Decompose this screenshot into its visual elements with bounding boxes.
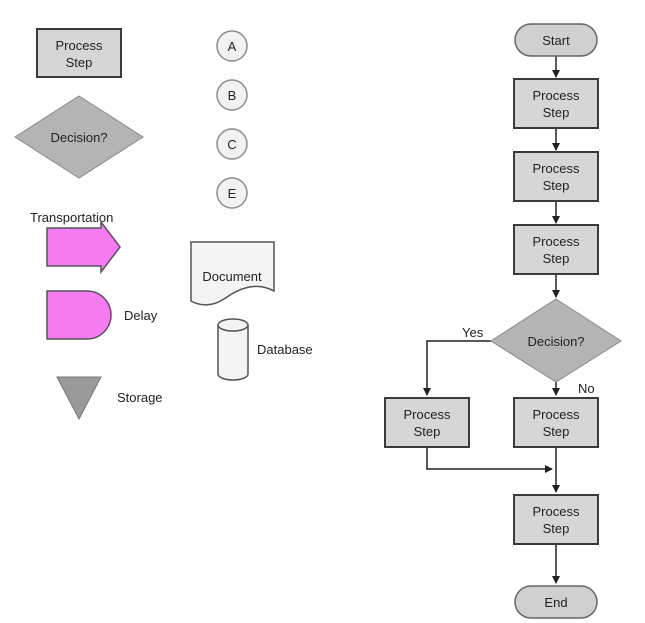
process-step-label-line2: Step: [543, 251, 570, 266]
process-step-shape: [384, 397, 470, 448]
legend-connectors: A B C E: [216, 30, 248, 209]
flow-process-step-1: Process Step: [513, 78, 599, 129]
decision-shape: [490, 298, 622, 383]
start-label: Start: [542, 33, 570, 48]
process-step-label-line1: Process: [533, 161, 580, 176]
arrow-decision-yes: [423, 340, 491, 396]
connector-label-b: B: [228, 88, 237, 103]
flow-process-step-yes-branch: Process Step: [384, 397, 470, 448]
legend-transportation: Transportation: [30, 210, 121, 275]
database-cylinder-top: [217, 318, 249, 332]
process-step-label-line1: Process: [533, 88, 580, 103]
delay-shape: [46, 290, 112, 340]
process-step-label-line1: Process: [533, 504, 580, 519]
document-shape: [190, 241, 275, 306]
flow-process-step-2: Process Step: [513, 151, 599, 202]
process-step-label-line2: Step: [543, 521, 570, 536]
legend-decision-label: Decision?: [50, 130, 107, 145]
process-step-label-line1: Process: [533, 407, 580, 422]
legend-process-step: Process Step: [36, 28, 122, 78]
flow-decision: Decision?: [490, 298, 622, 383]
no-branch-label: No: [578, 381, 595, 396]
connector-circle-c: [216, 128, 248, 160]
storage-label: Storage: [117, 390, 163, 405]
process-step-shape: [513, 151, 599, 202]
connector-label-a: A: [228, 39, 237, 54]
flow-process-step-final: Process Step: [513, 494, 599, 545]
end-shape: [514, 585, 598, 619]
flow-process-step-3: Process Step: [513, 224, 599, 275]
decision-shape: [14, 95, 144, 179]
legend-decision: Decision?: [14, 95, 144, 179]
process-step-label-line2: Step: [543, 424, 570, 439]
process-step-shape: [513, 494, 599, 545]
legend-storage: Storage: [56, 376, 163, 421]
process-step-shape: [513, 397, 599, 448]
process-step-label-line2: Step: [543, 105, 570, 120]
start-terminator: Start: [514, 23, 598, 57]
legend-document: Document: [190, 241, 275, 306]
legend: Process Step Decision? A B C E Transport…: [14, 28, 313, 421]
connector-circle-b: [216, 79, 248, 111]
flow-connectors: [423, 56, 560, 584]
database-cylinder-body: [217, 325, 249, 381]
connector-label-e: E: [228, 186, 237, 201]
decision-label: Decision?: [527, 334, 584, 349]
arrow-yes-branch-to-merge: [426, 448, 553, 473]
legend-process-label-line1: Process: [56, 38, 103, 53]
process-step-label-line1: Process: [533, 234, 580, 249]
database-label: Database: [257, 342, 313, 357]
transportation-label: Transportation: [30, 210, 113, 225]
connector-circle-a: [216, 30, 248, 62]
process-step-label-line1: Process: [404, 407, 451, 422]
delay-label: Delay: [124, 308, 158, 323]
connector-circle-e: [216, 177, 248, 209]
end-terminator: End: [514, 585, 598, 619]
start-shape: [514, 23, 598, 57]
transportation-arrow-shape: [46, 219, 121, 275]
flowchart: Start Process Step Process Step Process …: [384, 23, 622, 619]
process-step-label-line2: Step: [414, 424, 441, 439]
process-step-shape: [513, 224, 599, 275]
legend-delay: Delay: [46, 290, 158, 340]
connector-label-c: C: [227, 137, 236, 152]
legend-database: Database: [217, 318, 313, 381]
storage-triangle-shape: [56, 376, 102, 421]
flow-process-step-no-branch: Process Step: [513, 397, 599, 448]
yes-branch-label: Yes: [462, 325, 484, 340]
process-step-shape: [513, 78, 599, 129]
end-label: End: [544, 595, 567, 610]
process-step-label-line2: Step: [543, 178, 570, 193]
document-label: Document: [202, 269, 262, 284]
process-step-shape: [36, 28, 122, 78]
legend-process-label-line2: Step: [66, 55, 93, 70]
